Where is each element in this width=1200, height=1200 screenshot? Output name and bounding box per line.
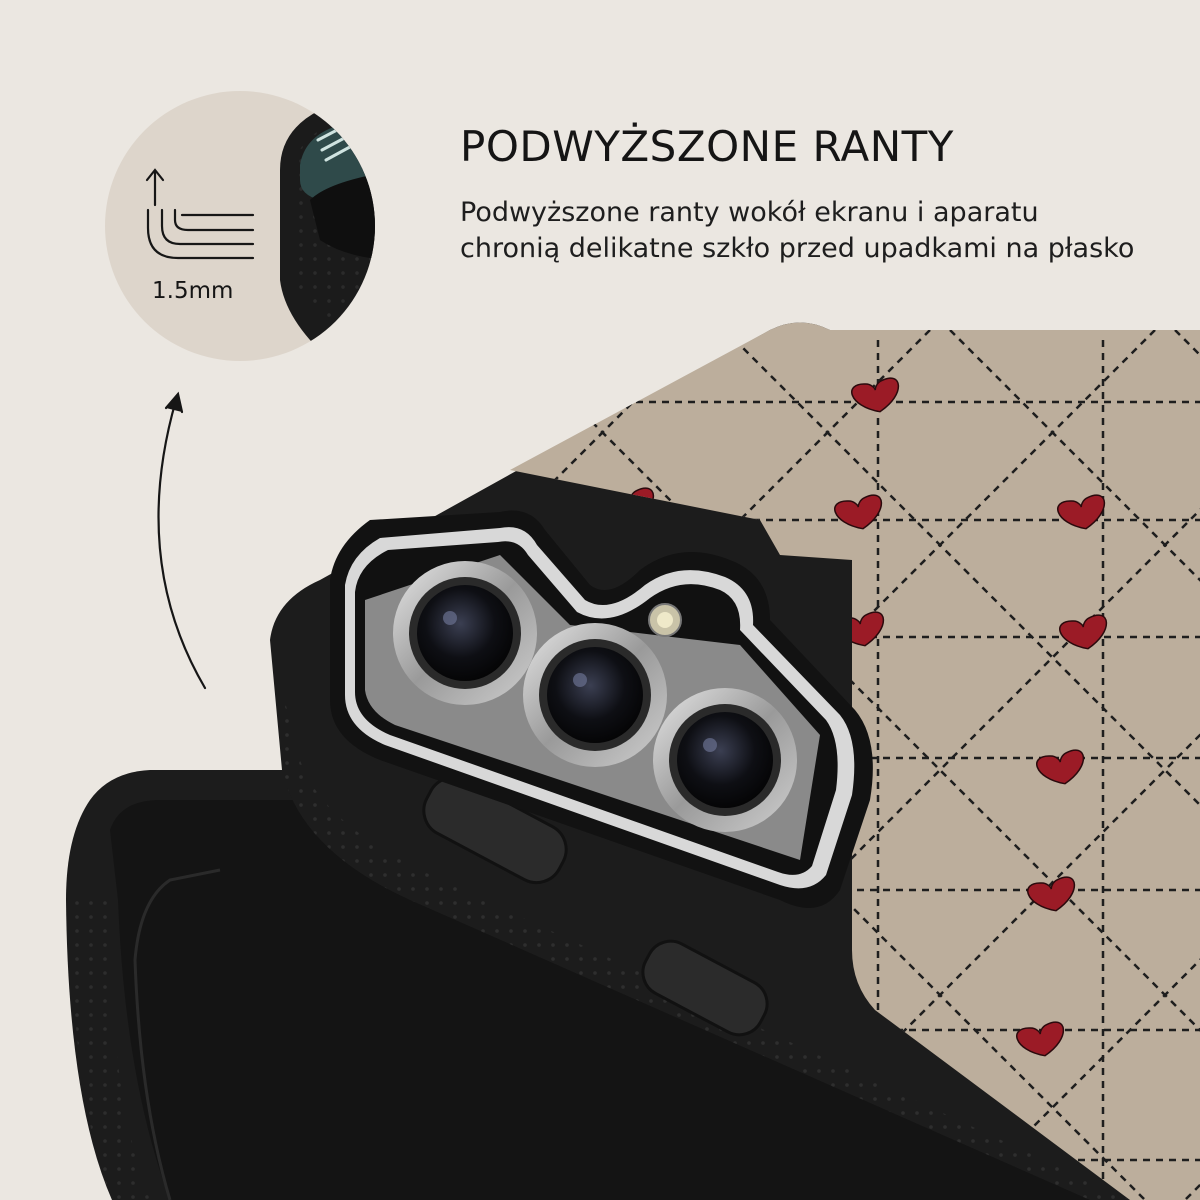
- heart-icon: [1059, 614, 1108, 650]
- feature-title: PODWYŻSZONE RANTY: [460, 122, 954, 171]
- heart-icon: [1016, 1021, 1065, 1057]
- heart-icon: [1036, 749, 1085, 785]
- camera-lens-top: [393, 561, 537, 705]
- camera-lens-middle: [523, 623, 667, 767]
- pattern-stitch-line: [0, 330, 30, 1200]
- edge-height-label: 1.5mm: [152, 278, 234, 304]
- raised-edge-profile-icon: [145, 168, 255, 260]
- detail-callout: [105, 91, 375, 361]
- pattern-stitch-line: [0, 330, 30, 1200]
- feature-description: Podwyższone ranty wokół ekranu i aparatu…: [460, 195, 1134, 267]
- camera-flash: [648, 603, 682, 637]
- camera-lens-bottom: [653, 688, 797, 832]
- power-button: [641, 939, 769, 1037]
- feature-description-line: chronią delikatne szkło przed upadkami n…: [460, 233, 1135, 264]
- camera-module: [330, 510, 873, 908]
- curved-arrow-icon: [157, 391, 207, 690]
- heart-icon: [834, 494, 883, 530]
- edge-closeup: [280, 91, 375, 361]
- heart-icon: [1057, 494, 1106, 530]
- heart-icon: [851, 377, 900, 413]
- heart-icon: [1027, 876, 1076, 912]
- feature-description-line: Podwyższone ranty wokół ekranu i aparatu: [460, 197, 1039, 228]
